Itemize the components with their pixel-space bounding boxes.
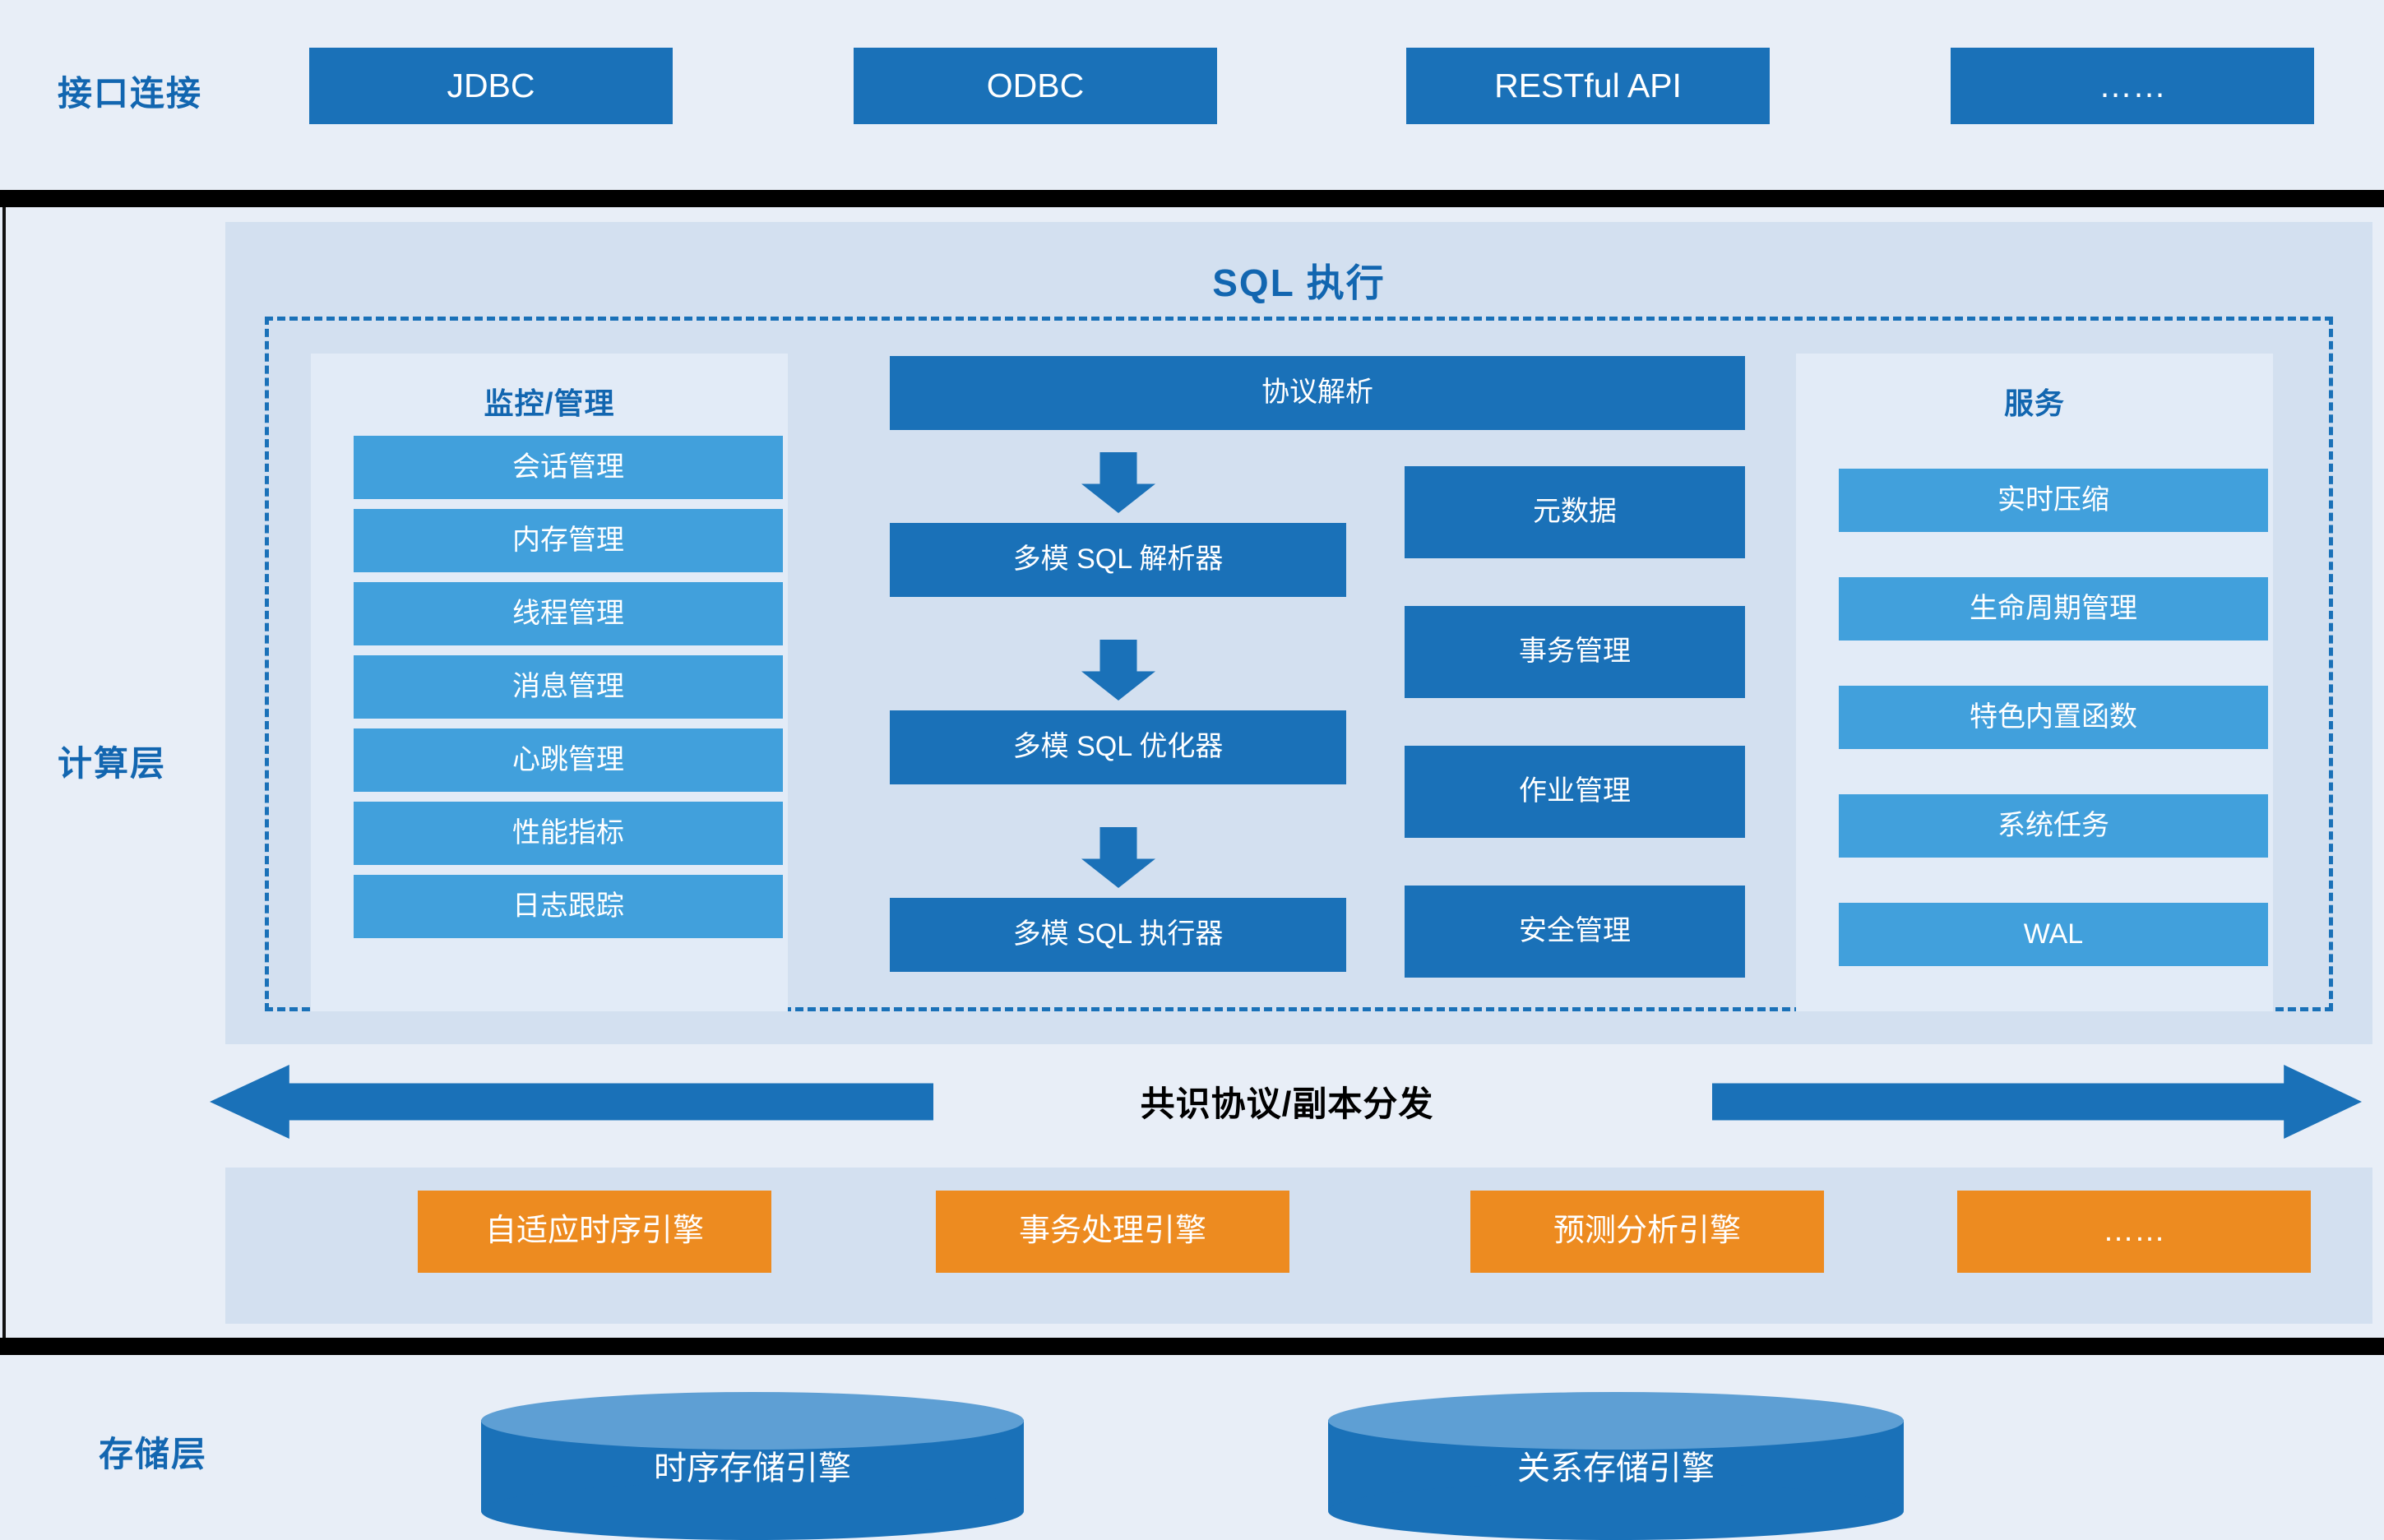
storage-layer	[6, 1355, 2378, 1532]
service-item-lifecycle-management[interactable]: 生命周期管理	[1839, 577, 2268, 641]
core-item-job-management[interactable]: 作业管理	[1405, 746, 1745, 838]
monitor-item-log-trace[interactable]: 日志跟踪	[354, 875, 783, 938]
layer-label-compute: 计算层	[58, 744, 167, 783]
cylinder-top	[1328, 1392, 1904, 1450]
cylinder-bottom	[1328, 1482, 1904, 1540]
pipeline-sql-optimizer[interactable]: 多模 SQL 优化器	[890, 710, 1346, 784]
consensus-protocol-label: 共识协议/副本分发	[1140, 1084, 1434, 1123]
storage-cylinder-timeseries[interactable]: 时序存储引擎	[481, 1392, 1024, 1540]
pipeline-protocol-parse[interactable]: 协议解析	[890, 356, 1745, 430]
service-column-title: 服务	[2003, 386, 2065, 420]
interface-item-odbc[interactable]: ODBC	[854, 48, 1217, 124]
interface-item-jdbc[interactable]: JDBC	[309, 48, 673, 124]
pipeline-sql-executor[interactable]: 多模 SQL 执行器	[890, 898, 1346, 972]
interface-layer: 接口连接 JDBC ODBC RESTful API ……	[0, 0, 2384, 190]
engine-item-more[interactable]: ……	[1957, 1191, 2311, 1273]
core-item-metadata[interactable]: 元数据	[1405, 466, 1745, 558]
layer-label-storage: 存储层	[99, 1435, 208, 1473]
pipeline-sql-parser[interactable]: 多模 SQL 解析器	[890, 523, 1346, 597]
storage-cylinder-relational[interactable]: 关系存储引擎	[1328, 1392, 1904, 1540]
monitor-item-session[interactable]: 会话管理	[354, 436, 783, 499]
storage-cylinder-timeseries-label: 时序存储引擎	[654, 1450, 851, 1487]
monitor-item-memory[interactable]: 内存管理	[354, 509, 783, 572]
service-item-realtime-compression[interactable]: 实时压缩	[1839, 469, 2268, 532]
monitor-item-heartbeat[interactable]: 心跳管理	[354, 728, 783, 792]
service-item-builtin-functions[interactable]: 特色内置函数	[1839, 686, 2268, 749]
layer-separator-top	[0, 190, 2384, 207]
service-item-system-tasks[interactable]: 系统任务	[1839, 794, 2268, 858]
monitor-item-thread[interactable]: 线程管理	[354, 582, 783, 645]
service-item-wal[interactable]: WAL	[1839, 903, 2268, 966]
layer-separator-bottom	[0, 1338, 2384, 1355]
layer-label-interface: 接口连接	[58, 74, 203, 113]
engine-item-transaction-processing[interactable]: 事务处理引擎	[936, 1191, 1289, 1273]
cylinder-bottom	[481, 1482, 1024, 1540]
consensus-protocol-row: 共识协议/副本分发	[0, 1057, 2372, 1155]
storage-cylinder-relational-label: 关系存储引擎	[1517, 1450, 1715, 1487]
sql-execution-title: SQL 执行	[1212, 261, 1386, 304]
engine-item-predictive-analytics[interactable]: 预测分析引擎	[1470, 1191, 1824, 1273]
engine-item-adaptive-timeseries[interactable]: 自适应时序引擎	[418, 1191, 771, 1273]
monitor-column-title: 监控/管理	[484, 386, 615, 420]
monitor-item-performance-metrics[interactable]: 性能指标	[354, 802, 783, 865]
arrow-left-icon	[210, 1065, 933, 1139]
core-item-transaction-management[interactable]: 事务管理	[1405, 606, 1745, 698]
core-item-security-management[interactable]: 安全管理	[1405, 886, 1745, 978]
interface-item-more[interactable]: ……	[1951, 48, 2314, 124]
compute-layer-left-border	[2, 207, 6, 1338]
cylinder-top	[481, 1392, 1024, 1450]
arrow-right-icon	[1712, 1065, 2362, 1139]
sql-execution-dashed-border	[265, 317, 2333, 1011]
monitor-item-message[interactable]: 消息管理	[354, 655, 783, 719]
service-column-panel	[1796, 354, 2273, 1011]
interface-item-restful-api[interactable]: RESTful API	[1406, 48, 1770, 124]
